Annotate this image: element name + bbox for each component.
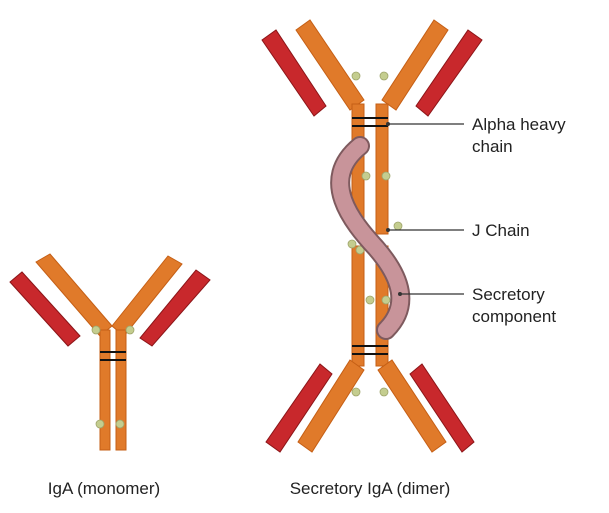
alpha-heavy-chain-label-line1: Alpha heavy [472,115,566,134]
j-chain-label: J Chain [472,221,530,240]
dimer-lower-stem-left [352,246,364,366]
iga-monomer [10,254,210,450]
monomer-glycan [96,420,104,428]
dimer-glycan [362,172,370,180]
dimer-glycan [382,296,390,304]
alpha-heavy-chain-label-line2: chain [472,137,513,156]
monomer-glycan [116,420,124,428]
secretory-component-label-line1: Secretory [472,285,545,304]
dimer-glycan [382,172,390,180]
monomer-stem-left [100,330,110,450]
j-chain-leader-dot [386,228,390,232]
dimer-caption: Secretory IgA (dimer) [290,479,451,498]
monomer-glycan [92,326,100,334]
secretory-component-label-line2: component [472,307,556,326]
monomer-glycan [126,326,134,334]
dimer-glycan [366,296,374,304]
dimer-glycan [348,240,356,248]
dimer-glycan [352,388,360,396]
dimer-glycan [380,72,388,80]
dimer-glycan [394,222,402,230]
monomer-caption: IgA (monomer) [48,479,160,498]
secretory-component-leader-dot [398,292,402,296]
dimer-glycan [380,388,388,396]
secretory-iga-dimer [262,20,482,452]
dimer-glycan [352,72,360,80]
alpha-chain-leader-dot [386,122,390,126]
monomer-stem-right [116,330,126,450]
